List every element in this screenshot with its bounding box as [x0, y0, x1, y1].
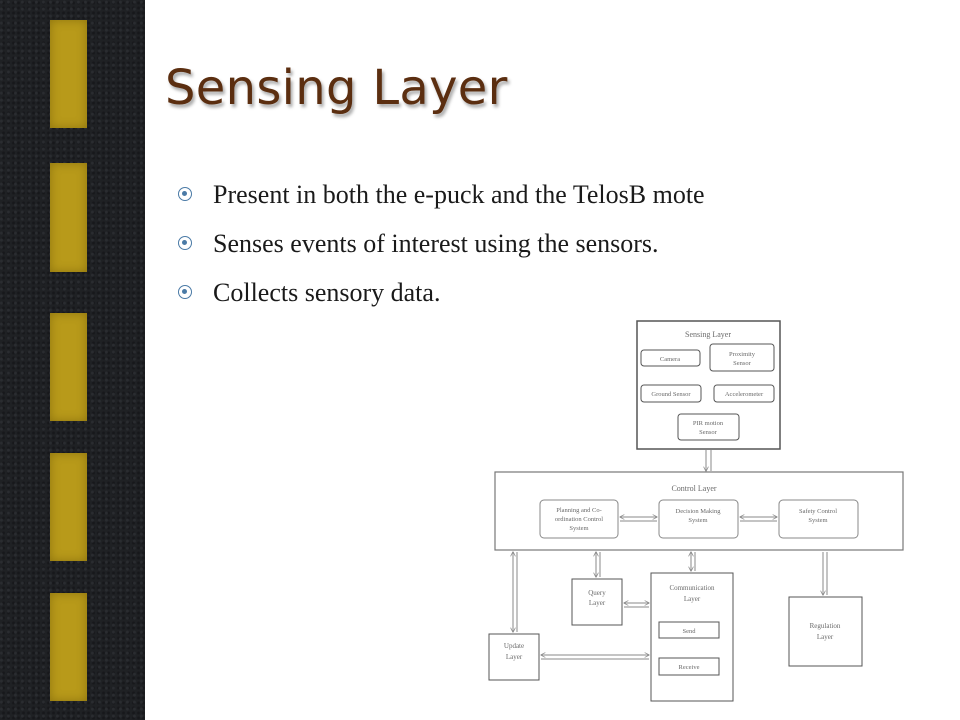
receive-box: [658, 657, 720, 676]
arrow: [541, 655, 649, 660]
regulation-layer-label: Regulation: [810, 622, 841, 630]
sensing-layer-title: Sensing Layer: [685, 330, 731, 339]
proximity-sensor-label: Sensor: [733, 360, 752, 367]
communication-layer-label: Communication: [669, 584, 715, 592]
regulation-layer-block: Regulation Layer: [788, 596, 863, 667]
accelerometer-box: [713, 384, 775, 403]
road-background: [0, 0, 145, 720]
road-stripe: [50, 453, 87, 561]
send-label: Send: [683, 628, 697, 635]
ground-sensor-box: [640, 384, 702, 403]
bullet-text: Senses events of interest using the sens…: [213, 229, 659, 258]
slide-title: Sensing Layer: [165, 60, 508, 116]
send-box: [658, 621, 720, 639]
arrow: [691, 552, 696, 571]
query-layer-label: Layer: [589, 599, 606, 607]
arrow: [706, 450, 712, 471]
decision-system-box: [658, 499, 739, 539]
planning-system-label: System: [569, 525, 588, 532]
planning-system-label: Planning and Co-: [556, 507, 602, 514]
safety-system-label: System: [808, 517, 827, 524]
bullet-text: Present in both the e-puck and the Telos…: [213, 180, 705, 209]
bullet-item: Senses events of interest using the sens…: [178, 227, 705, 276]
accelerometer-label: Accelerometer: [725, 391, 764, 398]
communication-layer-block: Communication Layer Send Receive: [650, 572, 734, 702]
arrow: [624, 603, 649, 608]
arrow: [513, 552, 518, 632]
planning-system-box: [539, 499, 619, 539]
arrow: [596, 552, 601, 577]
receive-label: Receive: [679, 664, 700, 671]
proximity-sensor-label: Proximity: [729, 351, 756, 358]
query-layer-block: Query Layer: [571, 578, 623, 626]
update-layer-block: Update Layer: [488, 633, 540, 681]
decision-system-label: Decision Making: [676, 508, 722, 515]
arrow: [740, 517, 777, 522]
camera-box: [640, 349, 701, 367]
update-layer-label: Update: [504, 642, 524, 650]
road-stripe: [50, 163, 87, 272]
proximity-sensor-box: [709, 343, 775, 372]
communication-layer-label: Layer: [684, 595, 701, 603]
regulation-layer-label: Layer: [817, 633, 834, 641]
sensing-layer-block: Sensing Layer Camera Proximity Sensor Gr…: [636, 320, 781, 450]
camera-label: Camera: [660, 356, 680, 363]
ground-sensor-label: Ground Sensor: [651, 391, 691, 398]
control-layer-title: Control Layer: [671, 484, 716, 493]
planning-system-label: ordination Control: [555, 516, 603, 523]
bullet-icon: [178, 236, 192, 250]
road-stripe: [50, 313, 87, 421]
bullet-icon: [178, 285, 192, 299]
decision-system-label: System: [688, 517, 707, 524]
query-layer-label: Query: [588, 589, 606, 597]
bullet-list: Present in both the e-puck and the Telos…: [178, 178, 705, 325]
query-layer-box: [571, 578, 623, 626]
pir-sensor-label: Sensor: [699, 429, 718, 436]
pir-sensor-box: [677, 413, 740, 441]
safety-system-label: Safety Control: [799, 508, 837, 515]
control-layer-block: Control Layer Planning and Co- ordinatio…: [494, 471, 904, 551]
architecture-diagram: Sensing Layer Camera Proximity Sensor Gr…: [488, 320, 904, 702]
bullet-icon: [178, 187, 192, 201]
update-layer-box: [488, 633, 540, 681]
safety-system-box: [778, 499, 859, 539]
pir-sensor-label: PIR motion: [693, 420, 724, 427]
bullet-item: Collects sensory data.: [178, 276, 705, 325]
road-stripe: [50, 20, 87, 128]
arrow: [620, 517, 657, 522]
regulation-layer-box: [788, 596, 863, 667]
update-layer-label: Layer: [506, 653, 523, 661]
arrow: [823, 552, 828, 595]
road-stripe: [50, 593, 87, 701]
bullet-text: Collects sensory data.: [213, 278, 441, 307]
bullet-item: Present in both the e-puck and the Telos…: [178, 178, 705, 227]
